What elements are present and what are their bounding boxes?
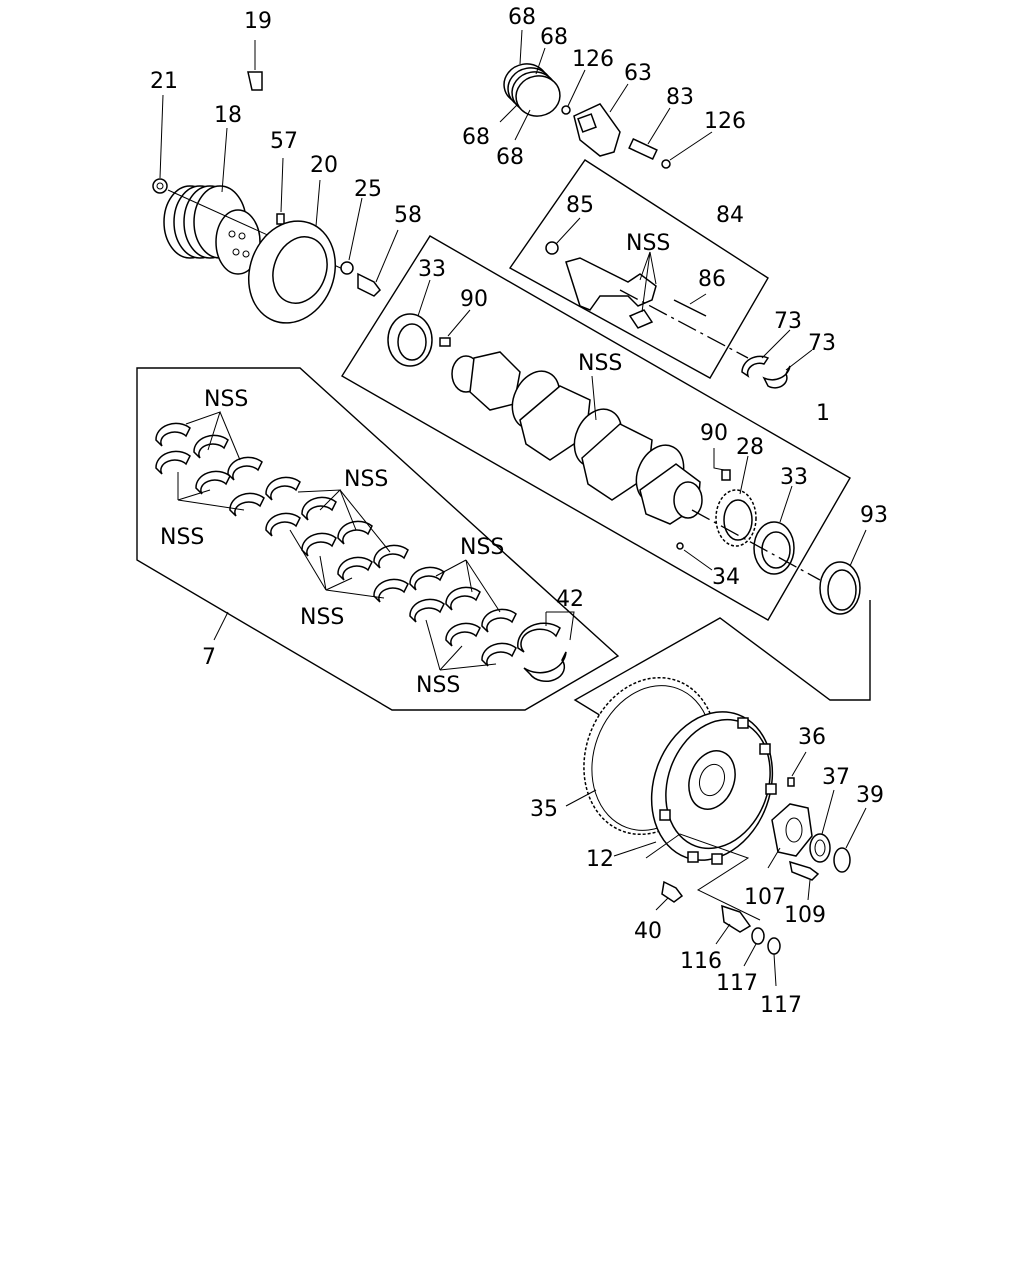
- rod-bolt-part-86[interactable]: [673, 299, 707, 317]
- callout-86[interactable]: 86: [698, 267, 726, 292]
- callout-28[interactable]: 28: [736, 435, 764, 460]
- callout-68-lower[interactable]: 68: [496, 145, 524, 170]
- callout-116[interactable]: 116: [680, 949, 722, 974]
- flywheel-group: [565, 676, 867, 987]
- callout-12[interactable]: 12: [586, 847, 614, 872]
- callout-nss-rod[interactable]: NSS: [626, 231, 670, 256]
- connecting-rod-assembly-frame: [508, 159, 769, 379]
- pin-part-34[interactable]: [676, 542, 684, 550]
- callout-68-left[interactable]: 68: [462, 125, 490, 150]
- bolt-part-58[interactable]: [357, 272, 381, 297]
- callout-21[interactable]: 21: [150, 69, 178, 94]
- callout-117-lower[interactable]: 117: [760, 993, 802, 1018]
- piston-group: [499, 29, 713, 169]
- snap-ring-part-126[interactable]: [561, 105, 571, 115]
- crankshaft-assembly-frame: [341, 235, 851, 621]
- pin-part-36[interactable]: [787, 777, 795, 787]
- callout-40[interactable]: 40: [634, 919, 662, 944]
- callout-84[interactable]: 84: [716, 203, 744, 228]
- callout-58[interactable]: 58: [394, 203, 422, 228]
- dowel-pin-rear-part-90[interactable]: [721, 469, 731, 481]
- callout-nss-bearing-3[interactable]: NSS: [160, 525, 204, 550]
- pulley-part-18[interactable]: [163, 185, 261, 275]
- bushing-part-85[interactable]: [545, 241, 559, 255]
- callout-7[interactable]: 7: [202, 645, 216, 670]
- callout-126-left[interactable]: 126: [572, 47, 614, 72]
- flywheel-part-12[interactable]: [632, 695, 793, 878]
- callout-117-upper[interactable]: 117: [716, 971, 758, 996]
- fitting-part-117[interactable]: [751, 927, 765, 945]
- flywheel-bolt-part-40[interactable]: [661, 880, 684, 903]
- callout-37[interactable]: 37: [822, 765, 850, 790]
- callout-109[interactable]: 109: [784, 903, 826, 928]
- callout-93[interactable]: 93: [860, 503, 888, 528]
- crankshaft-body[interactable]: [451, 351, 703, 525]
- flywheel-group-bracket: [573, 600, 871, 753]
- callout-57[interactable]: 57: [270, 129, 298, 154]
- callout-36[interactable]: 36: [798, 725, 826, 750]
- piston-part-63[interactable]: [573, 103, 621, 157]
- callout-34[interactable]: 34: [712, 565, 740, 590]
- callout-90-front[interactable]: 90: [460, 287, 488, 312]
- connecting-rod-group: [545, 217, 813, 389]
- callout-85[interactable]: 85: [566, 193, 594, 218]
- callout-1[interactable]: 1: [816, 401, 830, 426]
- callout-35[interactable]: 35: [530, 797, 558, 822]
- callout-68-upper[interactable]: 68: [540, 25, 568, 50]
- callout-25[interactable]: 25: [354, 177, 382, 202]
- main-bearing-set-part-7[interactable]: [155, 411, 575, 683]
- pilot-bearing-part-37[interactable]: [809, 833, 831, 863]
- bolt-part-109[interactable]: [789, 860, 820, 881]
- bearing-set-frame: [136, 367, 620, 711]
- rod-bearing-part-73[interactable]: [741, 355, 770, 378]
- callout-83[interactable]: 83: [666, 85, 694, 110]
- callout-73-lower[interactable]: 73: [808, 331, 836, 356]
- oil-seal-part-93[interactable]: [819, 561, 861, 615]
- callout-107[interactable]: 107: [744, 885, 786, 910]
- callout-18[interactable]: 18: [214, 103, 242, 128]
- callout-42[interactable]: 42: [556, 587, 584, 612]
- callout-68-top[interactable]: 68: [508, 5, 536, 30]
- nut-part-21[interactable]: [152, 178, 168, 194]
- piston-rings-part-68[interactable]: [501, 60, 563, 119]
- callout-19[interactable]: 19: [244, 9, 272, 34]
- callout-63[interactable]: 63: [624, 61, 652, 86]
- callout-20[interactable]: 20: [310, 153, 338, 178]
- callout-nss-bearing-5[interactable]: NSS: [300, 605, 344, 630]
- piston-pin-part-83[interactable]: [628, 137, 658, 161]
- washer-part-25[interactable]: [340, 261, 354, 275]
- clip-part-19[interactable]: [247, 71, 263, 91]
- dowel-pin-part-90[interactable]: [439, 337, 451, 347]
- callout-nss-bearing-6[interactable]: NSS: [416, 673, 460, 698]
- timing-gear-part-28[interactable]: [715, 489, 757, 547]
- callout-126-right[interactable]: 126: [704, 109, 746, 134]
- callout-nss-crank[interactable]: NSS: [578, 351, 622, 376]
- damper-plate-part-20[interactable]: [235, 209, 350, 335]
- callout-73-upper[interactable]: 73: [774, 309, 802, 334]
- callout-33-rear[interactable]: 33: [780, 465, 808, 490]
- crankshaft-group: [387, 279, 821, 581]
- snap-ring-part-39[interactable]: [833, 847, 851, 873]
- callout-33-front[interactable]: 33: [418, 257, 446, 282]
- adapter-plate-part-107[interactable]: [771, 803, 813, 857]
- front-seal-part-33[interactable]: [387, 313, 433, 367]
- callout-nss-bearing-4[interactable]: NSS: [460, 535, 504, 560]
- callout-90-rear[interactable]: 90: [700, 421, 728, 446]
- bolt-part-116[interactable]: [721, 904, 752, 933]
- rear-seal-part-33[interactable]: [753, 521, 795, 575]
- pulley-group: [152, 40, 399, 335]
- callout-39[interactable]: 39: [856, 783, 884, 808]
- pin-part-57[interactable]: [276, 213, 285, 225]
- callout-nss-bearing-2[interactable]: NSS: [344, 467, 388, 492]
- callout-nss-bearing-1[interactable]: NSS: [204, 387, 248, 412]
